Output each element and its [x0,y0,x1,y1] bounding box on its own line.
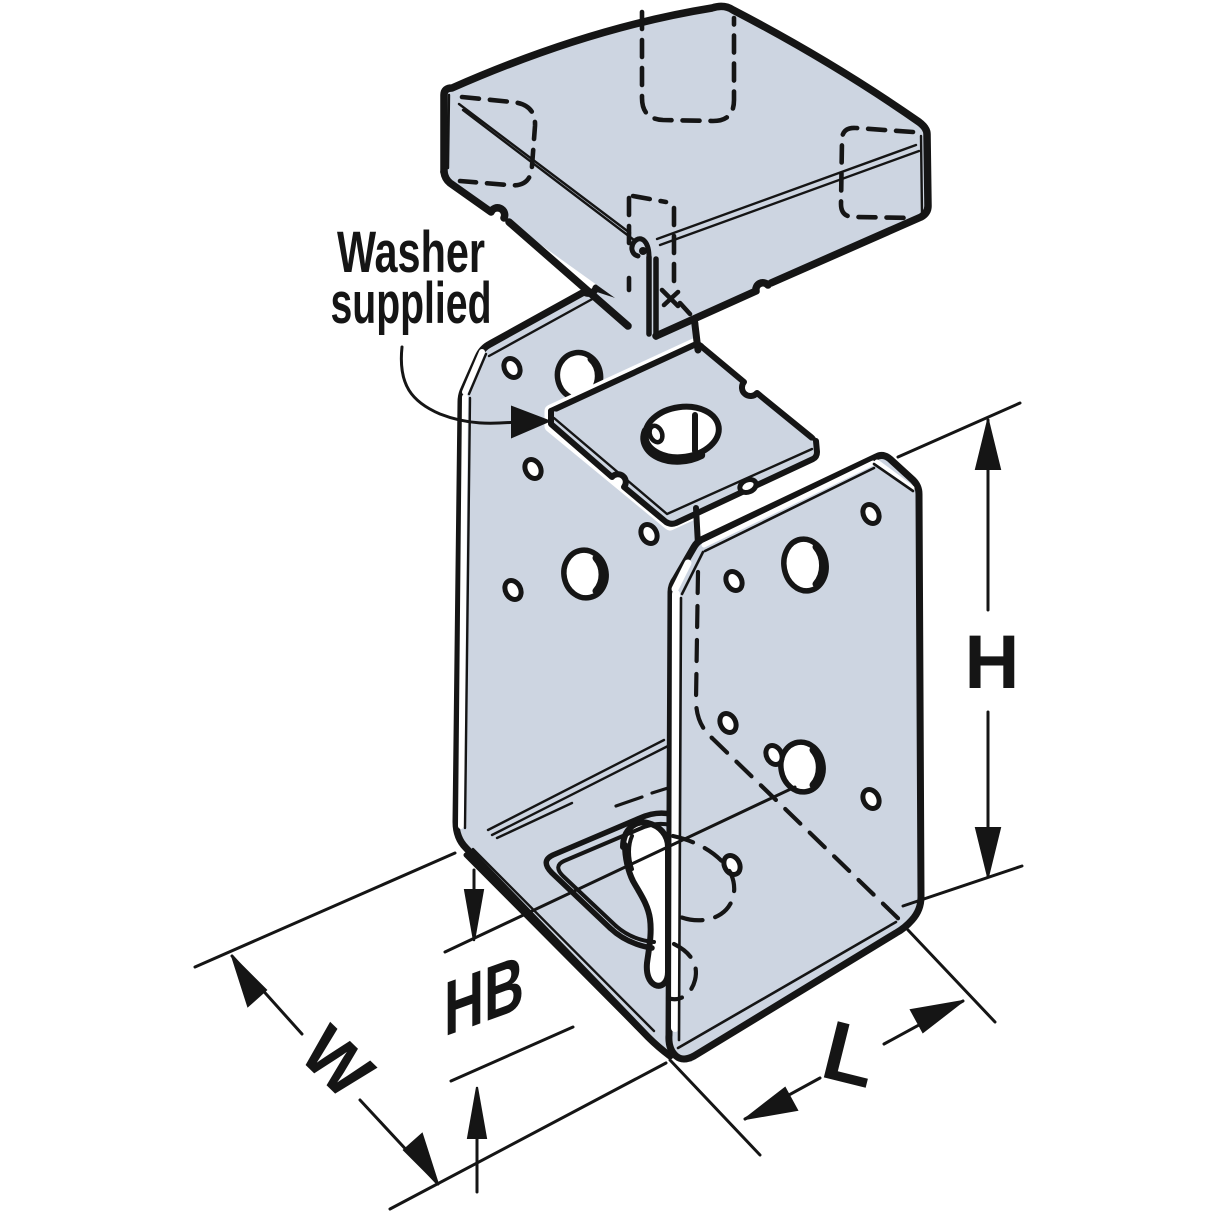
svg-text:Washer: Washer [337,220,485,285]
svg-text:supplied: supplied [331,271,492,336]
svg-text:H: H [965,620,1020,705]
